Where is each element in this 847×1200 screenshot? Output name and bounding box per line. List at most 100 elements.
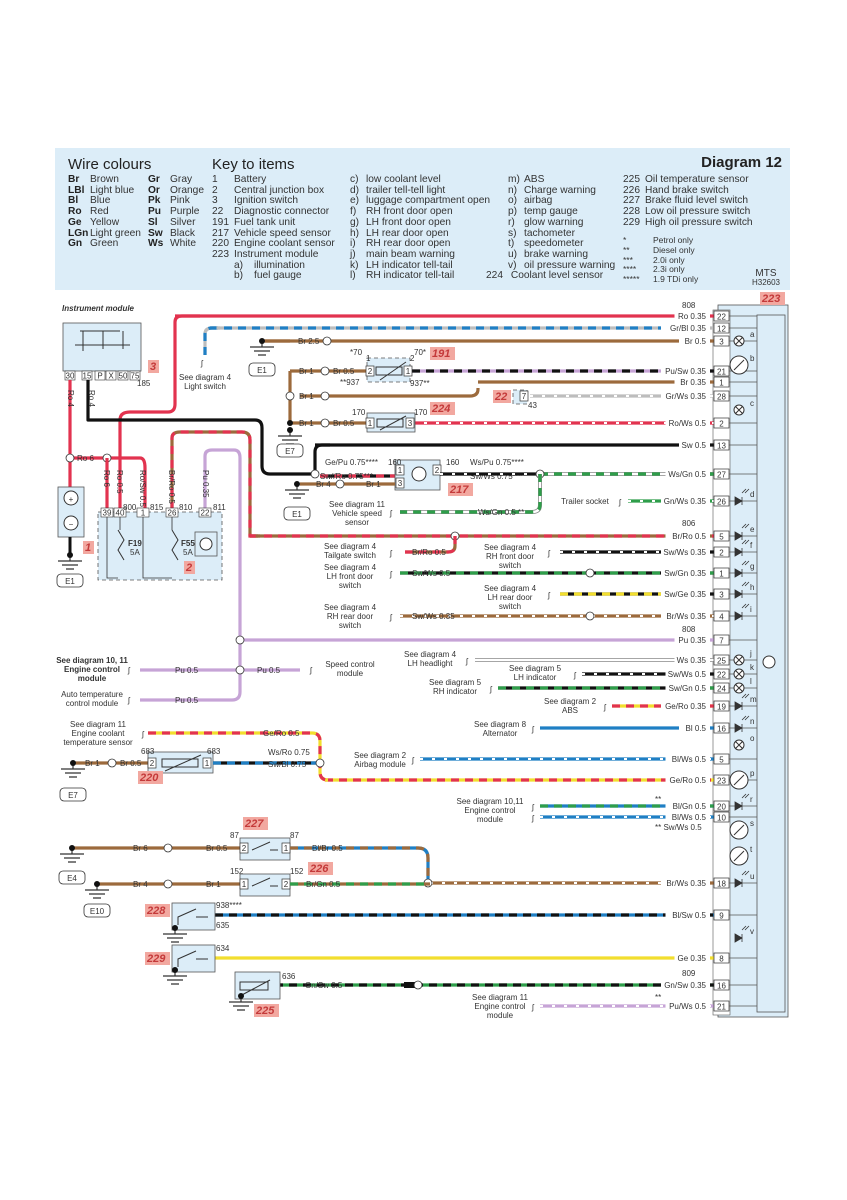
pin-number: 21 [717, 368, 726, 377]
pin-number: 1 [242, 880, 247, 889]
label: 937** [410, 379, 430, 388]
item-number: 1 [85, 542, 91, 554]
function-letter: b [750, 354, 755, 363]
key-title: Key to items [212, 156, 295, 173]
pin-number: 7 [522, 392, 527, 401]
wire-label: Pu 0.35 [678, 636, 706, 645]
label: 5A [130, 548, 140, 557]
label: Br 1 [299, 367, 314, 376]
splice-joint [65, 453, 75, 463]
fuse-f19-icon [117, 529, 125, 561]
pin-number: 10 [717, 814, 726, 823]
label-bg [674, 635, 710, 644]
ground-point-label: E1 [292, 510, 302, 519]
key-item: b)fuel gauge [234, 270, 302, 282]
warning-lamp-icon [735, 337, 743, 345]
switch-icon [177, 908, 208, 925]
label: Sw/Ws 0.75*** [470, 472, 522, 481]
function-letter: k [750, 663, 755, 672]
connector-ref-icon: ʃ [603, 703, 607, 712]
item-number: 223 [761, 293, 780, 305]
wire-label: Bl/Ws 0.5 [672, 813, 707, 822]
label: Br 2.5 [298, 337, 320, 346]
key-item: a)illumination [234, 259, 305, 271]
label: 811 [213, 503, 226, 512]
diagram-title: Diagram 12 [701, 154, 782, 171]
led-icon [734, 560, 750, 578]
label: 160 [446, 458, 460, 467]
label: 170 [352, 408, 366, 417]
wire-colours-title: Wire colours [68, 156, 152, 173]
junction-pin-number: 1 [141, 509, 146, 518]
splice-joint [322, 336, 332, 346]
ground-point-badge [58, 870, 86, 885]
key-item: g)LH front door open [350, 216, 451, 228]
label: Ro 4 [87, 390, 96, 407]
connector-ref-icon: ʃ [411, 756, 415, 765]
ground-point-badge [83, 903, 111, 918]
label: 5A [183, 548, 193, 557]
label-bg [661, 568, 710, 577]
connector-ref-icon: ʃ [618, 498, 622, 507]
ignition-terminal-label: 75 [131, 372, 140, 381]
junction-dot [172, 967, 178, 973]
splice-joint [320, 418, 330, 428]
function-letter: c [750, 399, 754, 408]
switch-icon [251, 877, 278, 887]
warning-lamp-icon [735, 684, 743, 692]
item-number: 229 [146, 953, 166, 965]
label: 810 [179, 503, 193, 512]
junction-dot [67, 552, 73, 558]
pin-number: 5 [719, 533, 724, 542]
splice-joint [107, 758, 117, 768]
wire-label: Br 0.35 [680, 378, 706, 387]
label: Br 1 [299, 392, 314, 401]
wire-label: Ws/Gn 0.5 [668, 470, 706, 479]
variable-resistor-icon [376, 415, 407, 431]
junction-pin-number: 40 [116, 509, 125, 518]
switch-icon [177, 950, 208, 967]
junction-dot [70, 760, 76, 766]
connector-ref-icon: ʃ [531, 1003, 535, 1012]
key-item: f)RH front door open [350, 206, 453, 218]
connector-ref-icon: ʃ [489, 685, 493, 694]
variant-note: *Petrol only [623, 235, 694, 245]
label: 815 [150, 503, 164, 512]
wire-label: Gr/Bl 0.35 [670, 324, 707, 333]
junction-dot [259, 338, 265, 344]
label-bg [665, 469, 710, 478]
splice-joint [235, 635, 245, 645]
pin [365, 365, 375, 377]
label-bg [674, 377, 710, 386]
function-letter: u [750, 872, 754, 881]
pin-number: 25 [717, 657, 726, 666]
splice-joint [585, 568, 595, 578]
path [86, 380, 315, 476]
function-letter: j [749, 649, 752, 658]
label-bg [661, 589, 710, 598]
pin-number: 3 [408, 419, 413, 428]
label: Bl/Br 0.5 [312, 844, 343, 853]
junction-dot [294, 481, 300, 487]
key-item: c)low coolant level [350, 174, 441, 185]
label: **937 [340, 378, 360, 387]
wire-label: Ws 0.35 [677, 656, 707, 665]
label: 636 [282, 972, 296, 981]
item-number-badge [145, 904, 170, 917]
